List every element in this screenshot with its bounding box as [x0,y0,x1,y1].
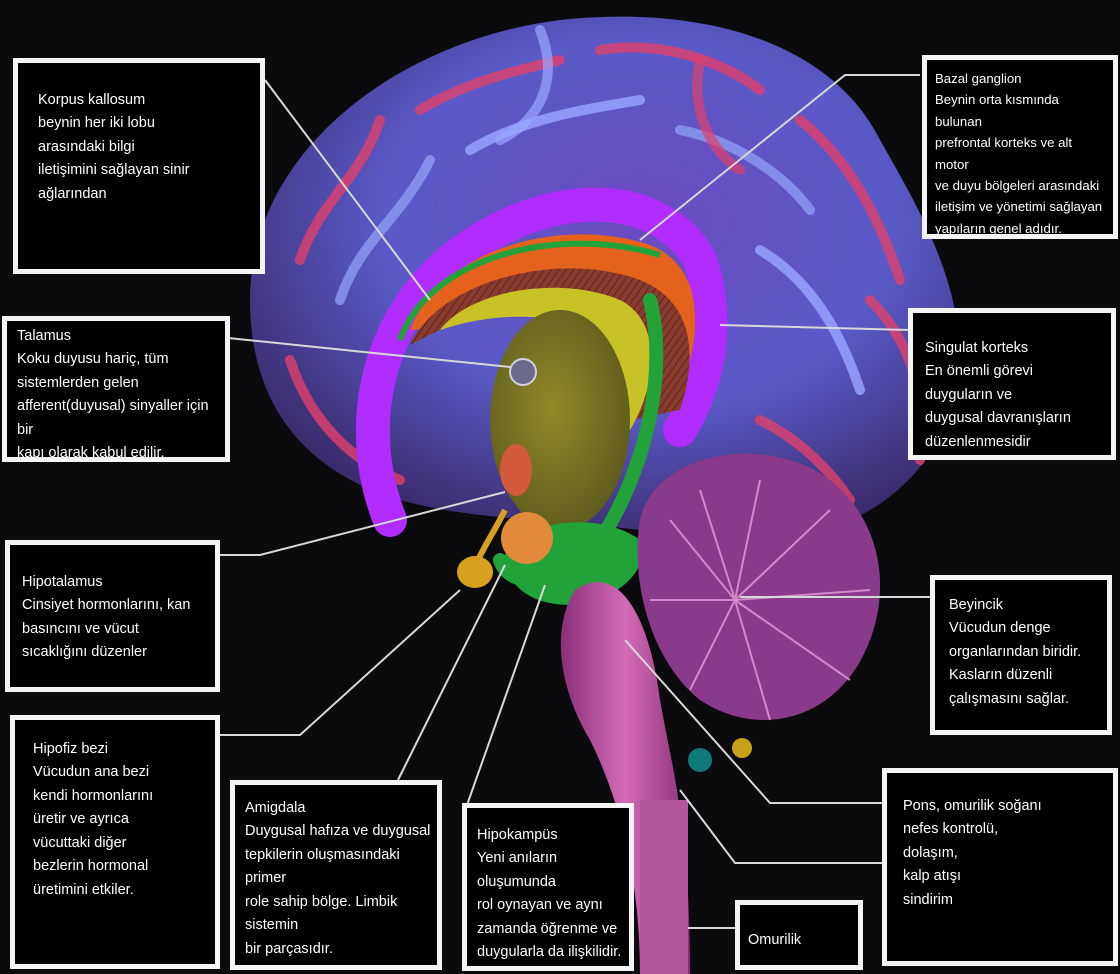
talamus-text: Koku duyusu hariç, tüm sistemlerden gele… [17,348,219,465]
label-hipotalamus: Hipotalamus Cinsiyet hormonlarını, kan b… [5,540,220,692]
label-beyincik: Beyincik Vücudun denge organlarından bir… [930,575,1112,735]
label-hipofiz-bezi: Hipofiz bezi Vücudun ana bezi kendi horm… [10,715,220,969]
amygdala-shape [501,512,553,564]
korpus-text: beynin her iki lobu arasındaki bilgi ile… [38,112,248,206]
hipokampus-text: Yeni anıların oluşumunda rol oynayan ve … [477,847,623,964]
hipotalamus-text: Cinsiyet hormonlarını, kan basıncını ve … [22,594,207,664]
label-talamus: Talamus Koku duyusu hariç, tüm sistemler… [2,316,230,462]
label-singulat-korteks: Singulat korteks En önemli görevi duygul… [908,308,1116,460]
pons-text: nefes kontrolü, dolaşım, kalp atışı sind… [903,818,1105,912]
hipokampus-title: Hipokampüs [477,824,623,847]
beyincik-text: Vücudun denge organlarından biridir. Kas… [949,617,1099,711]
korpus-title: Korpus kallosum [38,89,248,112]
omurilik-title: Omurilik [748,929,850,952]
label-korpus-kallosum: Korpus kallosum beynin her iki lobu aras… [13,58,265,274]
talamus-title: Talamus [17,325,219,348]
label-pons-omurilik-soğani: Pons, omurilik soğanı nefes kontrolü, do… [882,768,1118,966]
amigdala-text: Duygusal hafıza ve duygusal tepkilerin o… [245,820,431,961]
hipofiz-title: Hipofiz bezi [33,738,207,761]
label-amigdala: Amigdala Duygusal hafıza ve duygusal tep… [230,780,442,970]
bazal-title: Bazal ganglion [935,68,1107,89]
hipotalamus-title: Hipotalamus [22,571,207,594]
hypothalamus-shape [500,444,532,496]
pons-title: Pons, omurilik soğanı [903,795,1105,818]
spinal-cord-shape [640,800,688,974]
thalamus-shape [490,310,630,530]
amigdala-title: Amigdala [245,797,431,820]
pituitary-shape [457,556,493,588]
beyincik-title: Beyincik [949,594,1099,617]
thalamus-nucleus [510,359,536,385]
singulat-text: En önemli görevi duyguların ve duygusal … [925,360,1103,454]
label-bazal-ganglion: Bazal ganglion Beynin orta kısmında bulu… [922,55,1118,239]
singulat-title: Singulat korteks [925,337,1103,360]
bazal-text: Beynin orta kısmında bulunan prefrontal … [935,89,1107,239]
label-hipokampus: Hipokampüs Yeni anıların oluşumunda rol … [462,803,634,971]
label-omurilik: Omurilik [735,900,863,970]
hipofiz-text: Vücudun ana bezi kendi hormonlarını üret… [33,761,207,902]
